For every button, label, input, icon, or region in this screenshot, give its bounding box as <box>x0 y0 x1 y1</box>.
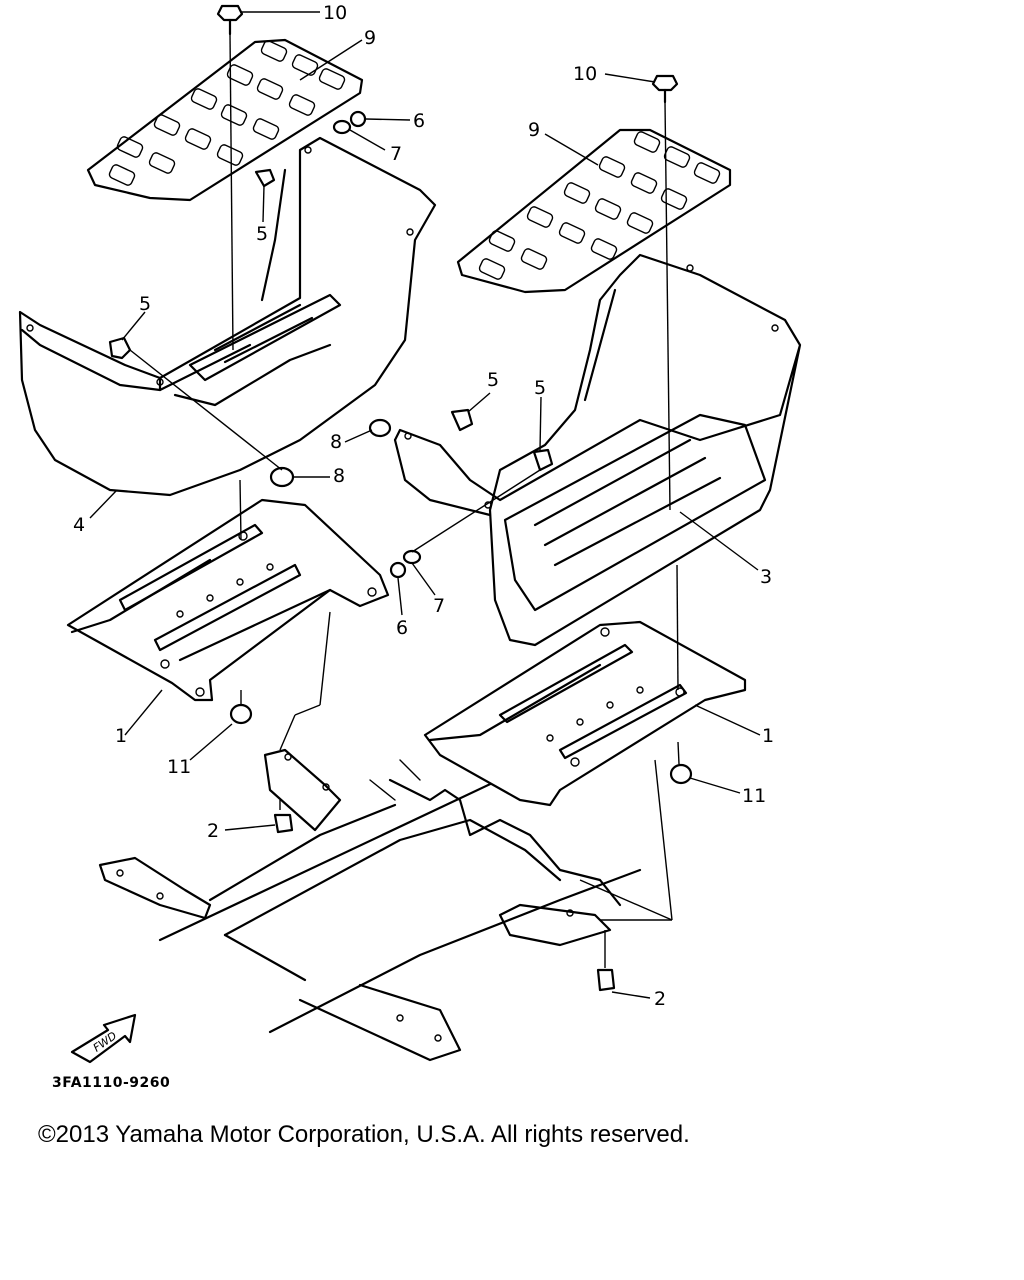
leader-lines <box>89 11 761 999</box>
footrest-right <box>393 253 802 647</box>
callout-5-b: 5 <box>139 293 151 315</box>
callout-11-left: 11 <box>167 756 191 778</box>
callout-3: 3 <box>760 566 772 588</box>
callout-2-right: 2 <box>654 988 666 1010</box>
callout-8-right: 8 <box>330 431 342 453</box>
callout-1-right: 1 <box>762 725 774 747</box>
callout-10-left: 10 <box>323 2 347 24</box>
callout-1-left: 1 <box>115 725 127 747</box>
callout-7-right: 7 <box>433 595 445 617</box>
exploded-parts-diagram: 10 9 10 6 9 7 5 5 5 5 8 8 4 3 7 6 1 1 11… <box>18 2 802 1064</box>
callout-7-left: 7 <box>390 143 402 165</box>
callout-labels: 10 9 10 6 9 7 5 5 5 5 8 8 4 3 7 6 1 1 11… <box>73 2 774 1010</box>
callout-5-a: 5 <box>256 223 268 245</box>
callout-10-right: 10 <box>573 63 597 85</box>
callout-5-c: 5 <box>487 369 499 391</box>
footrest-guard-right <box>423 620 747 807</box>
hardware <box>108 4 693 992</box>
fwd-arrow-icon: FWD <box>70 1013 137 1064</box>
copyright-notice: ©2013 Yamaha Motor Corporation, U.S.A. A… <box>38 1121 690 1148</box>
callout-5-d: 5 <box>534 377 546 399</box>
callout-11-right: 11 <box>742 785 766 807</box>
footrest-guard-left <box>66 498 390 702</box>
footrest-mat-left <box>86 38 364 202</box>
frame <box>98 738 642 1062</box>
footrest-mat-right <box>456 128 732 294</box>
callout-9-right: 9 <box>528 119 540 141</box>
callout-9-left: 9 <box>364 27 376 49</box>
footrest-left <box>18 136 437 497</box>
callout-6-right: 6 <box>396 617 408 639</box>
callout-4: 4 <box>73 514 85 536</box>
callout-6-left: 6 <box>413 110 425 132</box>
callout-8-left: 8 <box>333 465 345 487</box>
callout-2-left: 2 <box>207 820 219 842</box>
drawing-code: 3FA1110-9260 <box>52 1075 171 1091</box>
